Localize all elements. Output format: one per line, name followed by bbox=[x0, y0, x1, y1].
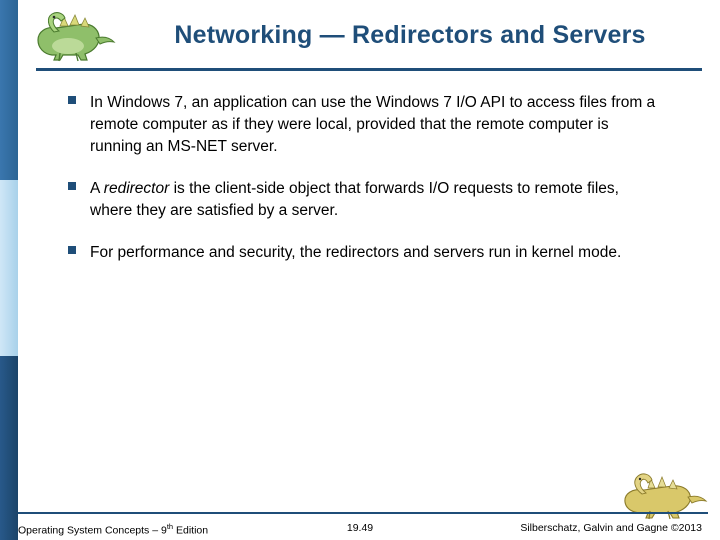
footer-edition-ordinal: th bbox=[166, 522, 174, 531]
bullet-marker-icon bbox=[68, 182, 76, 190]
slide-content: In Windows 7, an application can use the… bbox=[62, 92, 662, 284]
left-bar-segment-bottom bbox=[0, 356, 18, 540]
bullet-marker-icon bbox=[68, 246, 76, 254]
footer-copyright: Silberschatz, Galvin and Gagne ©2013 bbox=[520, 522, 702, 534]
footer-edition-tail: Edition bbox=[173, 524, 209, 537]
bullet-text-2a: A bbox=[90, 180, 104, 197]
left-bar-segment-middle bbox=[0, 180, 18, 356]
left-accent-bar bbox=[0, 0, 18, 540]
bullet-item-3: For performance and security, the redire… bbox=[62, 242, 662, 264]
bullet-item-1: In Windows 7, an application can use the… bbox=[62, 92, 662, 158]
dinosaur-icon bbox=[37, 12, 116, 62]
slide-footer: Operating System Concepts – 9th Edition … bbox=[0, 518, 720, 540]
bullet-text-2-emphasis: redirector bbox=[103, 180, 170, 197]
title-divider bbox=[36, 68, 702, 71]
slide-header: Networking — Redirectors and Servers bbox=[0, 0, 720, 76]
bullet-text-1: In Windows 7, an application can use the… bbox=[90, 94, 656, 155]
page-title: Networking — Redirectors and Servers bbox=[174, 21, 646, 49]
bullet-text-3: For performance and security, the redire… bbox=[90, 244, 622, 261]
bullet-item-2: A redirector is the client-side object t… bbox=[62, 178, 662, 222]
footer-edition-text: Operating System Concepts – 9th Edition bbox=[18, 522, 208, 537]
bullet-marker-icon bbox=[68, 96, 76, 104]
footer-edition-main: Operating System Concepts – 9 bbox=[18, 524, 167, 537]
bullet-text-2b: is the client-side object that forwards … bbox=[90, 180, 619, 219]
left-bar-segment-top bbox=[0, 0, 18, 180]
footer-divider bbox=[18, 512, 708, 514]
slide-number: 19.49 bbox=[346, 522, 374, 534]
